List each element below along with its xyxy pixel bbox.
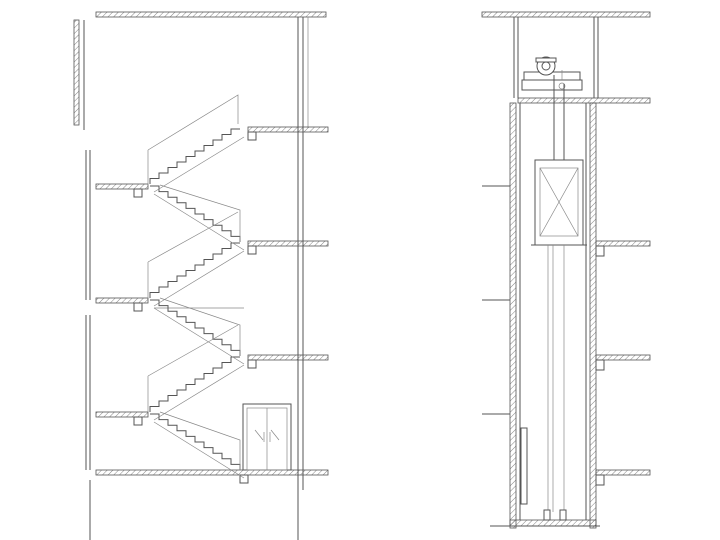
stair-flight-3a [150,185,241,242]
stair-flight-1b-soffit [153,364,245,421]
floor-slab-1 [247,354,329,361]
beam-ground [239,474,249,484]
floor-slab-3 [247,126,329,133]
shaft-wall-right [589,102,597,529]
counterweight [520,427,528,505]
stair-flight-3a-soffit [153,193,245,251]
traction-machine [521,56,583,91]
shaft-roof-slab [481,11,651,18]
landing-slab-lower [95,411,149,418]
elevator-section-view [481,11,651,529]
beam-l-lower [133,416,143,426]
beam-2 [247,245,257,255]
stair-flight-1a-soffit [153,421,245,479]
elevator-car [531,159,587,246]
ground-slab [95,469,329,476]
beam-1 [247,359,257,369]
beam-3 [247,131,257,141]
shaft-pit [509,519,597,527]
buffer-right [559,509,567,521]
stair-flight-2a-soffit [153,307,245,365]
stair-flight-1a [150,413,241,470]
shaft-floor-slabs [482,185,651,486]
shaft-wall-left [509,102,517,529]
stair-flight-1b [149,356,240,412]
landing-slab-middle [95,297,149,304]
stair-flight-3b-soffit [153,136,245,193]
roof-slab [95,11,327,18]
stair-flight-3b [149,128,240,184]
beam-l-middle [133,302,143,312]
left-wall-upper [73,19,80,126]
stair-section-view [73,11,329,540]
floor-slab-2 [247,240,329,247]
stair-flight-2a [150,299,241,356]
beam-l-upper [133,188,143,198]
buffer-left [543,509,551,521]
stair-flight-2b-soffit [153,250,245,307]
entrance-door [242,403,292,471]
landing-slab-upper [95,183,149,190]
stair-flight-2b [149,242,240,298]
stair-flights [149,128,245,479]
handrails [147,94,241,470]
machine-room-floor [517,97,651,104]
